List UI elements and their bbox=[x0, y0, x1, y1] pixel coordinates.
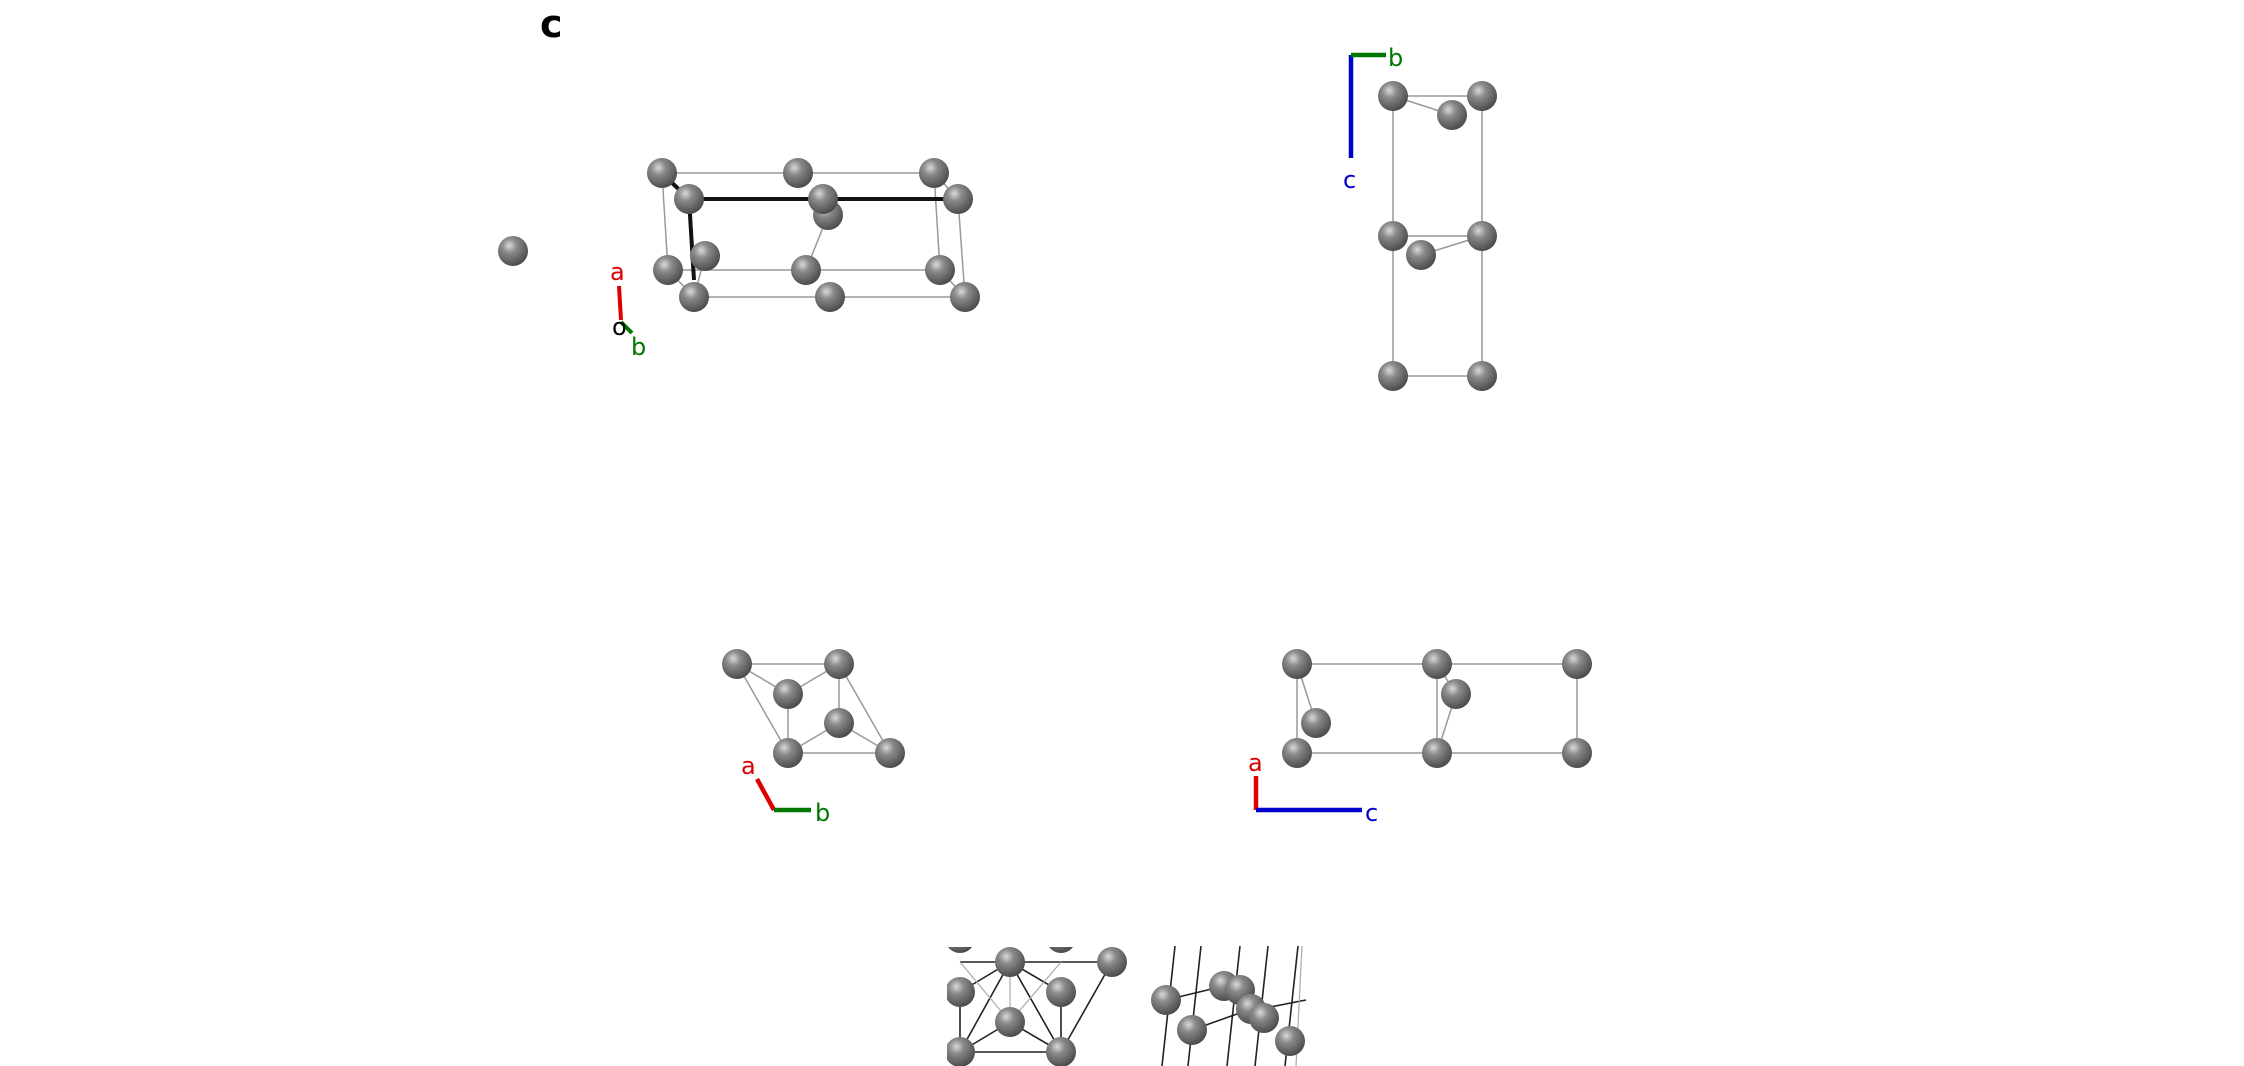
panel-label: c bbox=[540, 2, 563, 46]
atom bbox=[824, 649, 854, 679]
atom bbox=[995, 947, 1025, 977]
atom bbox=[674, 184, 704, 214]
view-along-a: b c bbox=[1343, 44, 1497, 391]
atoms bbox=[1378, 81, 1497, 391]
axis-c-label: c bbox=[1365, 799, 1378, 827]
atom bbox=[1046, 977, 1076, 1007]
atom bbox=[1046, 1037, 1076, 1066]
atoms bbox=[722, 649, 905, 768]
atom bbox=[1562, 649, 1592, 679]
atom bbox=[925, 255, 955, 285]
atom bbox=[1378, 221, 1408, 251]
atom bbox=[1467, 361, 1497, 391]
axis-a-line bbox=[755, 777, 776, 812]
atom bbox=[1437, 100, 1467, 130]
atoms bbox=[498, 158, 980, 312]
atom bbox=[1562, 738, 1592, 768]
bottom-crop-right bbox=[1140, 920, 1330, 1066]
atom bbox=[943, 184, 973, 214]
atom bbox=[1467, 221, 1497, 251]
atom bbox=[1422, 738, 1452, 768]
axis-b-label: b bbox=[815, 799, 830, 827]
atom bbox=[1378, 361, 1408, 391]
atom bbox=[722, 649, 752, 679]
atom bbox=[1422, 649, 1452, 679]
atom bbox=[1406, 240, 1436, 270]
atom bbox=[1467, 81, 1497, 111]
atom bbox=[1275, 1026, 1305, 1056]
axis-c-label: c bbox=[1343, 166, 1356, 194]
axis-b-label: b bbox=[1388, 44, 1403, 72]
atom bbox=[1097, 947, 1127, 977]
axis-triad-perspective: a o b bbox=[610, 258, 646, 361]
atom bbox=[1441, 679, 1471, 709]
atom bbox=[773, 679, 803, 709]
atom bbox=[1249, 1003, 1279, 1033]
atom bbox=[808, 184, 838, 214]
atom bbox=[679, 282, 709, 312]
axis-a-line bbox=[617, 285, 623, 321]
atom bbox=[1282, 738, 1312, 768]
atom bbox=[1282, 649, 1312, 679]
axis-triad-ac: a c bbox=[1248, 749, 1378, 827]
atom bbox=[498, 236, 528, 266]
axis-a-label: a bbox=[741, 752, 756, 780]
atom bbox=[815, 282, 845, 312]
view-along-c: a b bbox=[722, 649, 905, 827]
atom bbox=[919, 158, 949, 188]
view-perspective: a o b bbox=[498, 158, 980, 361]
unit-cell-edges bbox=[736, 663, 891, 754]
atom bbox=[653, 255, 683, 285]
atom bbox=[773, 738, 803, 768]
atom bbox=[1177, 1015, 1207, 1045]
atom bbox=[875, 738, 905, 768]
atom bbox=[945, 977, 975, 1007]
axis-o-label: o bbox=[612, 313, 627, 341]
atom bbox=[824, 708, 854, 738]
axis-triad-bc: b c bbox=[1343, 44, 1403, 194]
atom bbox=[690, 241, 720, 271]
atom bbox=[1378, 81, 1408, 111]
axis-b-label: b bbox=[631, 333, 646, 361]
atom bbox=[791, 255, 821, 285]
atom bbox=[950, 282, 980, 312]
atom bbox=[995, 1007, 1025, 1037]
axis-a-label: a bbox=[610, 258, 625, 286]
atom bbox=[647, 158, 677, 188]
view-along-b: a c bbox=[1248, 649, 1592, 827]
atoms bbox=[1282, 649, 1592, 768]
atom bbox=[1301, 708, 1331, 738]
axis-a-label: a bbox=[1248, 749, 1263, 777]
bottom-crop-left bbox=[900, 920, 1140, 1066]
axis-triad-ab: a b bbox=[741, 752, 830, 827]
atom bbox=[783, 158, 813, 188]
axis-b-line bbox=[619, 320, 634, 335]
atom bbox=[945, 1037, 975, 1066]
atom bbox=[1151, 985, 1181, 1015]
